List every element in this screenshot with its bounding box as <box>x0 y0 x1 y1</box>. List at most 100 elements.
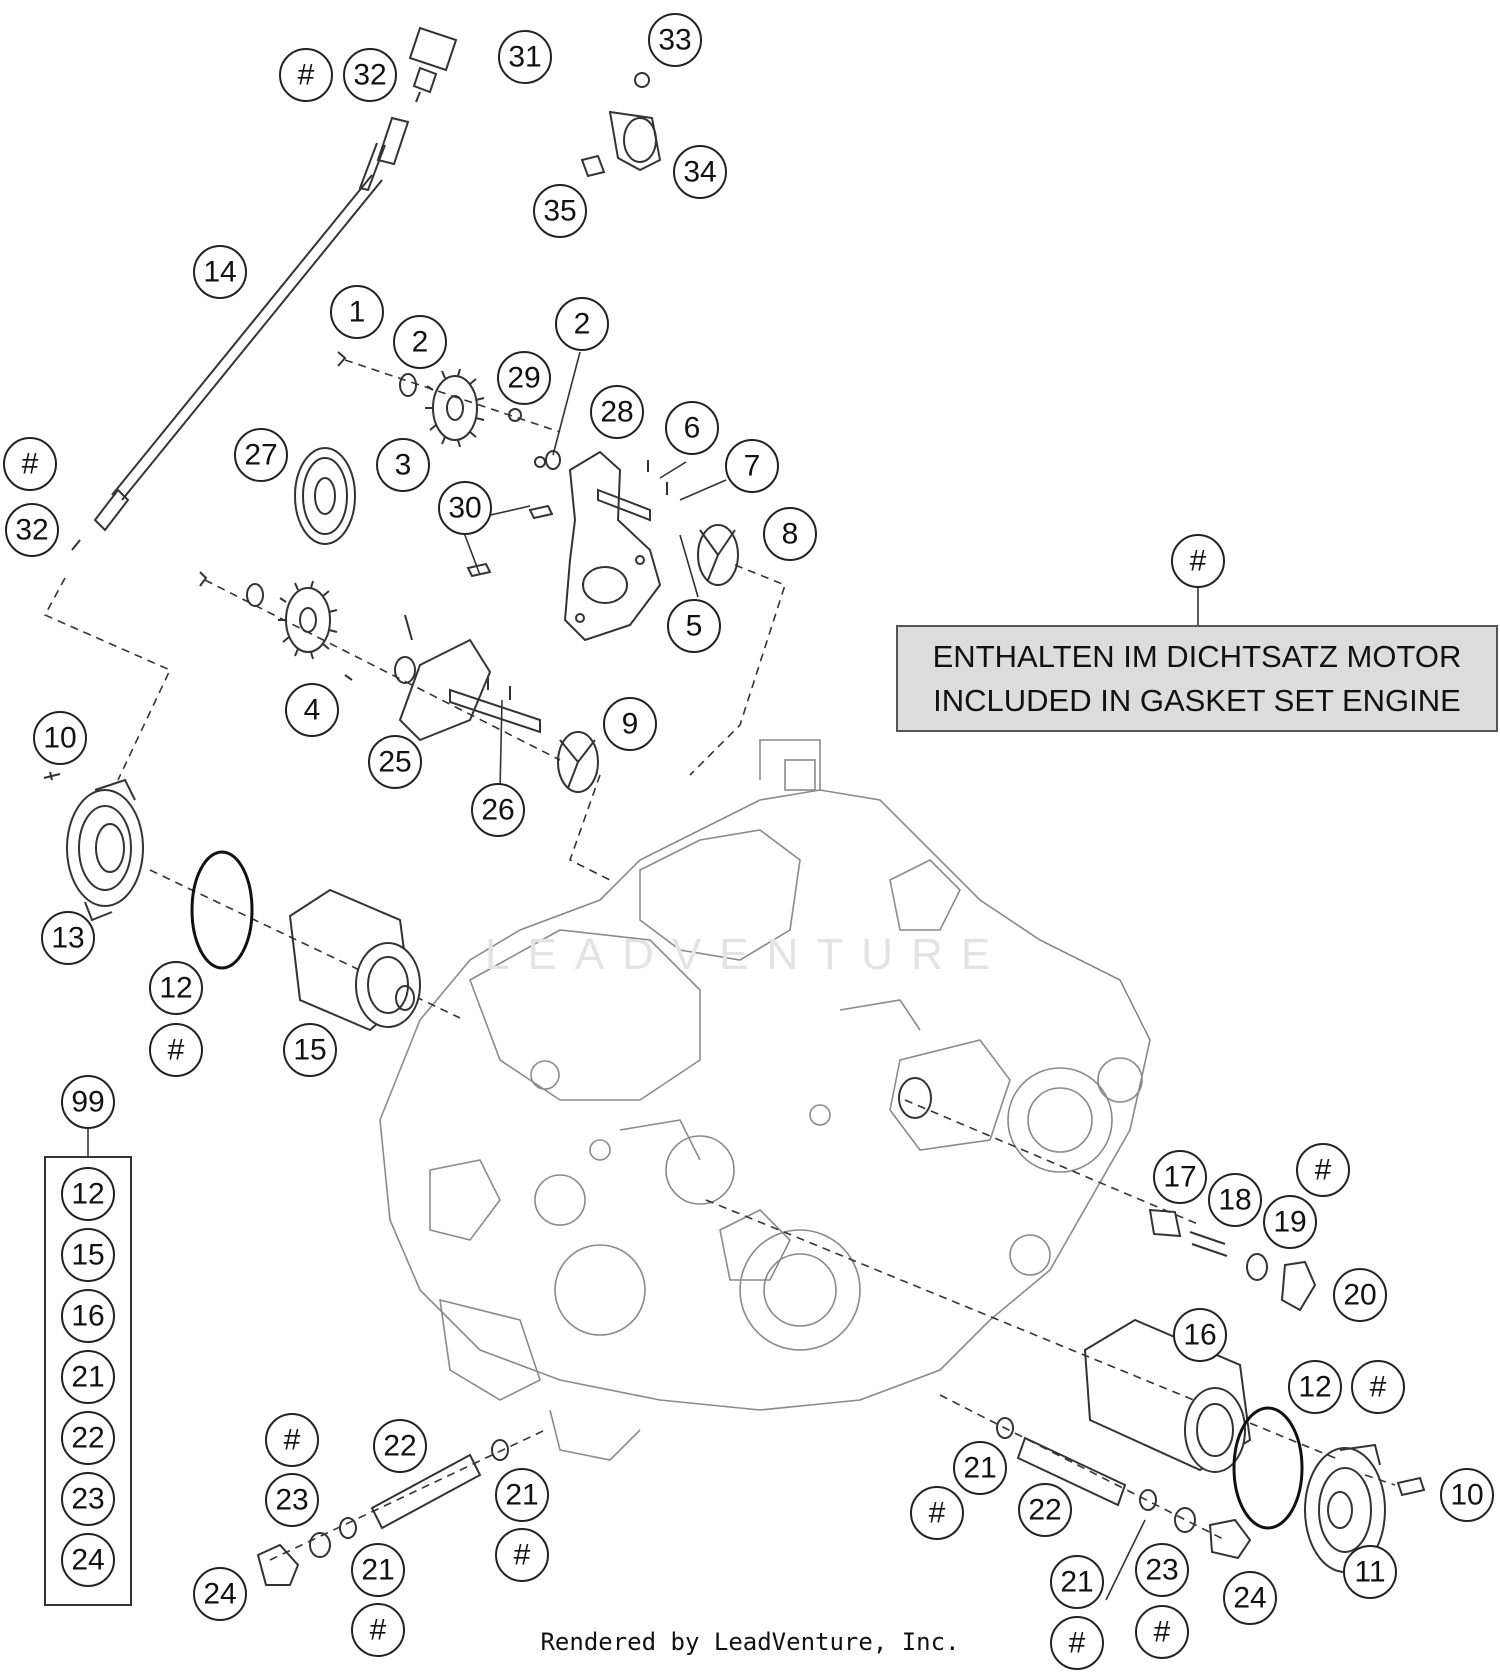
callout-33: 33 <box>648 13 702 67</box>
svg-text:30: 30 <box>448 492 481 525</box>
svg-text:23: 23 <box>275 1484 308 1517</box>
oil-line-assembly <box>43 26 458 781</box>
gasket-set-note: ENTHALTEN IM DICHTSATZ MOTOR INCLUDED IN… <box>896 625 1498 732</box>
svg-text:#: # <box>1069 1627 1086 1660</box>
svg-text:10: 10 <box>43 722 76 755</box>
callout-3: 3 <box>376 438 430 492</box>
callout-26: 26 <box>471 783 525 837</box>
svg-text:15: 15 <box>293 1034 326 1067</box>
oil-filter-left <box>43 771 461 1032</box>
clamp-assembly <box>580 72 662 178</box>
callout-hash: # <box>1171 534 1225 588</box>
svg-text:#: # <box>168 1034 185 1067</box>
svg-text:12: 12 <box>71 1178 104 1211</box>
svg-text:9: 9 <box>622 708 639 741</box>
svg-text:22: 22 <box>383 1430 416 1463</box>
kit-item: 21 <box>61 1350 115 1404</box>
callout-hash: # <box>910 1486 964 1540</box>
callout-5: 5 <box>667 599 721 653</box>
svg-text:33: 33 <box>658 24 691 57</box>
callout-29: 29 <box>497 351 551 405</box>
callout-21: 21 <box>351 1543 405 1597</box>
svg-text:32: 32 <box>353 59 386 92</box>
callout-21: 21 <box>953 1441 1007 1495</box>
svg-text:21: 21 <box>71 1361 104 1394</box>
screen-plug-left <box>256 1429 546 1586</box>
callout-9: 9 <box>603 697 657 751</box>
callout-hash: # <box>3 437 57 491</box>
svg-text:#: # <box>1190 545 1207 578</box>
svg-text:16: 16 <box>71 1300 104 1333</box>
svg-text:21: 21 <box>963 1452 996 1485</box>
gear-assembly-upper <box>294 351 561 545</box>
callout-hash: # <box>1296 1143 1350 1197</box>
callout-12: 12 <box>1288 1360 1342 1414</box>
callout-12: 12 <box>149 961 203 1015</box>
callout-24: 24 <box>193 1567 247 1621</box>
svg-text:#: # <box>22 448 39 481</box>
svg-text:35: 35 <box>543 195 576 228</box>
callout-28: 28 <box>590 385 644 439</box>
callout-24: 24 <box>1223 1571 1277 1625</box>
svg-text:11: 11 <box>1354 1556 1385 1589</box>
callout-34: 34 <box>673 145 727 199</box>
callout-6: 6 <box>665 401 719 455</box>
callout-1: 1 <box>330 285 384 339</box>
callout-30: 30 <box>438 481 492 535</box>
svg-text:#: # <box>1315 1154 1332 1187</box>
callout-hash: # <box>351 1603 405 1657</box>
callout-2: 2 <box>555 297 609 351</box>
svg-text:27: 27 <box>244 439 277 472</box>
svg-text:12: 12 <box>159 972 192 1005</box>
watermark: LEADVENTURE <box>485 930 1009 979</box>
callout-15: 15 <box>283 1023 337 1077</box>
svg-text:28: 28 <box>600 396 633 429</box>
callout-21: 21 <box>1050 1555 1104 1609</box>
svg-text:24: 24 <box>1233 1582 1266 1615</box>
relief-valve <box>898 1077 1317 1312</box>
svg-text:12: 12 <box>1298 1371 1331 1404</box>
svg-text:#: # <box>370 1614 387 1647</box>
callout-hash: # <box>495 1528 549 1582</box>
footer-credit: Rendered by LeadVenture, Inc. <box>540 1628 960 1656</box>
leader-lines <box>87 351 1199 1601</box>
svg-text:24: 24 <box>71 1544 104 1577</box>
svg-text:31: 31 <box>508 41 541 74</box>
callout-hash: # <box>265 1413 319 1467</box>
svg-text:29: 29 <box>507 362 540 395</box>
kit-item: 12 <box>61 1167 115 1221</box>
svg-text:10: 10 <box>1450 1479 1483 1512</box>
svg-text:22: 22 <box>71 1422 104 1455</box>
svg-text:99: 99 <box>71 1086 104 1119</box>
svg-text:22: 22 <box>1028 1494 1061 1527</box>
svg-text:21: 21 <box>361 1554 394 1587</box>
callout-13: 13 <box>41 911 95 965</box>
svg-text:23: 23 <box>71 1483 104 1516</box>
engine-crankcase <box>379 739 1151 1461</box>
svg-text:#: # <box>1370 1371 1387 1404</box>
callout-25: 25 <box>368 735 422 789</box>
callout-20: 20 <box>1333 1268 1387 1322</box>
oil-pump-upper <box>466 450 786 776</box>
callout-22: 22 <box>373 1419 427 1473</box>
callout-hash: # <box>1050 1616 1104 1670</box>
svg-text:#: # <box>298 59 315 92</box>
svg-text:16: 16 <box>1183 1319 1216 1352</box>
callout-18: 18 <box>1208 1173 1262 1227</box>
callout-hash: # <box>149 1023 203 1077</box>
callout-31: 31 <box>498 30 552 84</box>
screen-plug-right <box>939 1394 1252 1560</box>
svg-text:34: 34 <box>683 156 716 189</box>
callout-21: 21 <box>495 1468 549 1522</box>
kit-item: 24 <box>61 1533 115 1587</box>
svg-text:15: 15 <box>71 1239 104 1272</box>
svg-text:17: 17 <box>1163 1161 1196 1194</box>
svg-text:23: 23 <box>1145 1554 1178 1587</box>
callout-32: 32 <box>343 48 397 102</box>
note-line-english: INCLUDED IN GASKET SET ENGINE <box>933 682 1461 718</box>
svg-text:#: # <box>929 1497 946 1530</box>
oil-pump-lower <box>199 571 611 881</box>
svg-text:#: # <box>514 1539 531 1572</box>
callout-hash: # <box>1351 1360 1405 1414</box>
